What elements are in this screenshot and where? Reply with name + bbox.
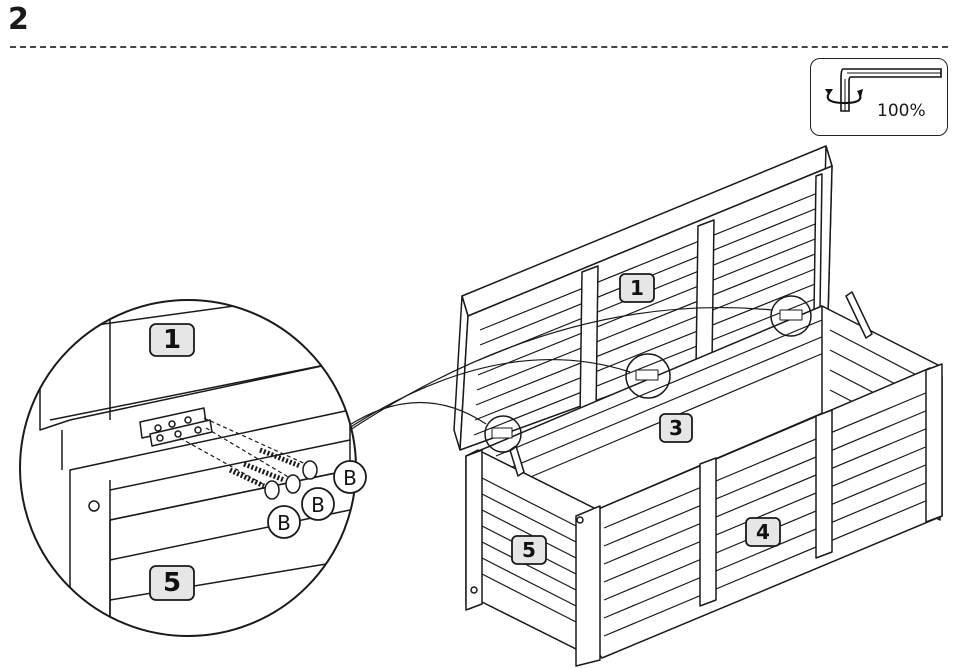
label-side-panel: 5 [522, 538, 536, 562]
label-front-panel: 4 [756, 520, 770, 544]
hinge-marker [770, 295, 812, 337]
tool-callout: 100% [810, 58, 948, 136]
screw [243, 461, 301, 494]
label-lid: 1 [630, 276, 644, 300]
step-number: 2 [8, 2, 29, 37]
hinge-marker [484, 415, 522, 453]
screw-label: B [311, 493, 325, 517]
screw-label: B [277, 511, 291, 535]
step-divider [10, 46, 948, 48]
label-back-panel: 3 [669, 416, 683, 440]
screw-label: B [343, 466, 357, 490]
screw [228, 467, 280, 500]
lid-part [453, 145, 833, 451]
front-panel-part [595, 363, 943, 659]
label-lid-zoom: 1 [163, 325, 181, 355]
hex-key-icon [825, 68, 942, 112]
label-side-zoom: 5 [163, 568, 181, 598]
screw [259, 447, 318, 480]
tool-scale-label: 100% [877, 101, 926, 121]
hinge-marker [625, 353, 671, 399]
